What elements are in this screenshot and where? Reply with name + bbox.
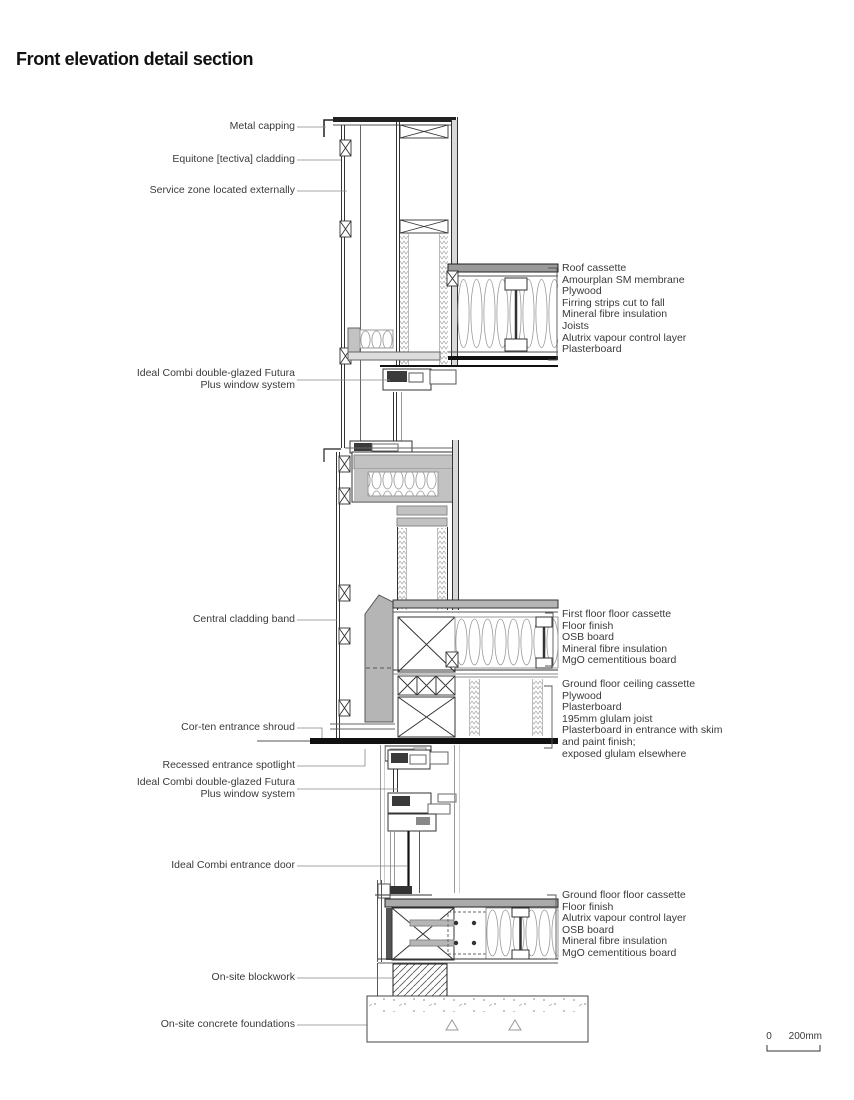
ground-ceiling-cassette-drawing [257, 675, 558, 744]
upper-window-drawing [323, 368, 457, 462]
label-group-roof-cassette: Roof cassette Amourplan SM membrane Plyw… [562, 262, 687, 356]
label-central-band: Central cladding band [192, 613, 295, 625]
label-blockwork: On-site blockwork [211, 971, 295, 983]
label-window-upper: Ideal Combi double-glazed Futura Plus wi… [136, 367, 295, 391]
label-window-lower: Ideal Combi double-glazed Futura Plus wi… [136, 776, 295, 800]
label-brackets [544, 267, 558, 960]
ground-floor-cassette-drawing [375, 880, 559, 964]
scale-bar [766, 1045, 821, 1052]
label-spotlight: Recessed entrance spotlight [162, 759, 296, 771]
entrance-window-drawing [380, 745, 460, 893]
mid-cassette-drawing [351, 440, 459, 610]
first-floor-cassette-drawing [392, 599, 559, 675]
cladding-lines [336, 125, 361, 738]
cor-ten-shroud-drawing [330, 594, 395, 730]
page-title: Front elevation detail section [16, 49, 254, 69]
label-group-ground-ceiling: Ground floor ceiling cassette Plywood Pl… [562, 678, 723, 760]
label-service-zone: Service zone located externally [149, 184, 295, 196]
roof-cassette-drawing [380, 263, 559, 367]
label-group-ground-floor: Ground floor floor cassette Floor finish… [562, 889, 687, 959]
label-cor-ten: Cor-ten entrance shroud [181, 721, 295, 733]
upper-wall-stud [347, 117, 458, 367]
scale-length: 200mm [788, 1031, 822, 1042]
scale-zero: 0 [766, 1031, 772, 1042]
label-group-first-floor: First floor floor cassette Floor finish … [562, 608, 677, 667]
leader-lines [297, 126, 407, 1026]
label-metal-capping: Metal capping [229, 120, 295, 132]
cladding-battens [338, 139, 352, 717]
blockwork-drawing [377, 963, 448, 998]
label-entrance-door: Ideal Combi entrance door [171, 859, 295, 871]
label-equitone-cladding: Equitone [tectiva] cladding [172, 153, 295, 165]
foundation-drawing [366, 995, 589, 1043]
label-foundations: On-site concrete foundations [160, 1018, 295, 1030]
